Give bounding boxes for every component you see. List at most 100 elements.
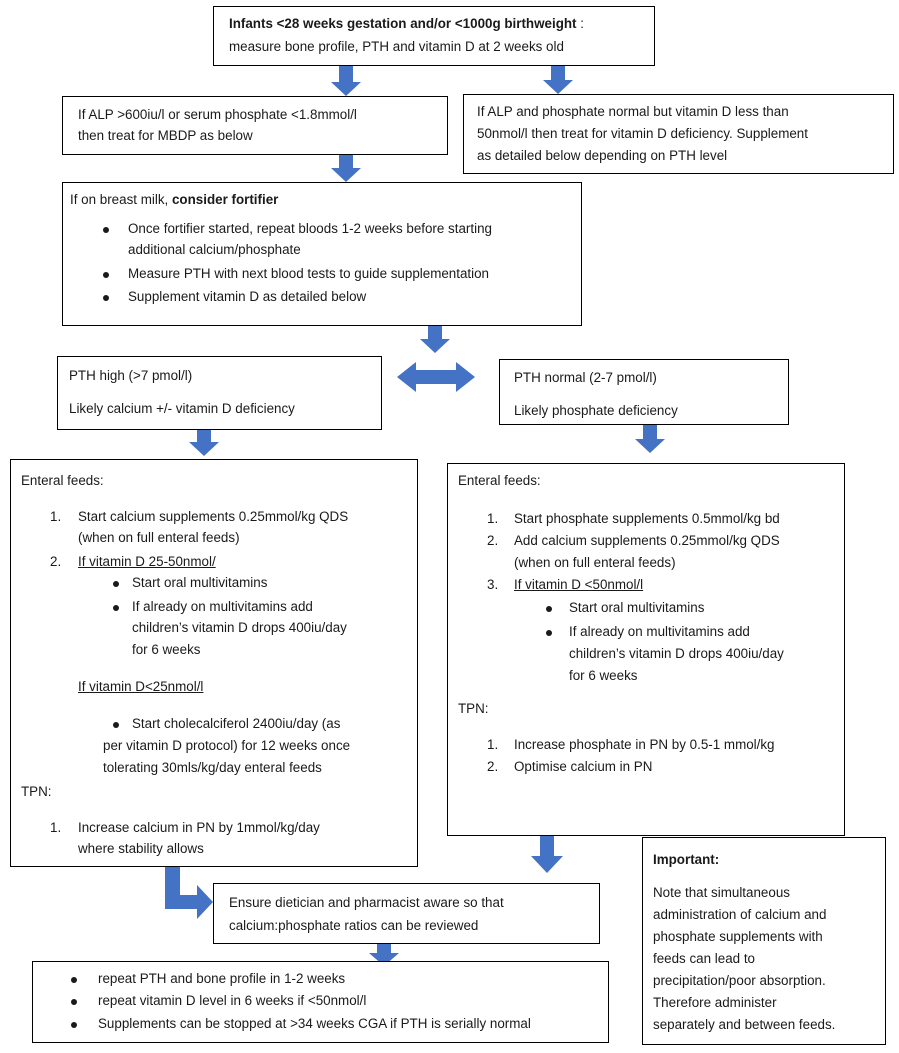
right-vitd-drops-l3: for 6 weeks: [569, 668, 638, 683]
follow-up-vitd: repeat vitamin D level in 6 weeks if <50…: [98, 993, 367, 1008]
bullet: [71, 1022, 77, 1028]
important-l3: phosphate supplements with: [653, 929, 823, 944]
arrow-down-4: [420, 326, 450, 353]
bullet: [113, 581, 119, 587]
vitd-line3: as detailed below depending on PTH level: [477, 148, 728, 163]
bullet: [103, 272, 109, 278]
tpn-heading-left: TPN:: [21, 784, 52, 799]
box-screening: Infants <28 weeks gestation and/or <1000…: [213, 6, 655, 66]
vitd-25-50-heading: If vitamin D 25-50nmol/: [78, 554, 216, 569]
calcium-supplement-l1: Start calcium supplements 0.25mmol/kg QD…: [78, 509, 349, 524]
cholecalciferol-l2: per vitamin D protocol) for 12 weeks onc…: [103, 738, 351, 753]
bullet: [103, 295, 109, 301]
follow-up-pth: repeat PTH and bone profile in 1-2 weeks: [98, 971, 346, 986]
important-l2: administration of calcium and: [653, 907, 827, 922]
item-number: 2.: [50, 554, 62, 569]
left-vitd-drops-l2: children’s vitamin D drops 400iu/day: [132, 620, 347, 635]
screening-criteria: Infants <28 weeks gestation and/or <1000…: [229, 16, 577, 31]
breast-milk-intro-plain: If on breast milk,: [70, 192, 172, 207]
arrow-down-3: [331, 155, 361, 182]
bullet: [71, 999, 77, 1005]
box-vitd-deficiency: If ALP and phosphate normal but vitamin …: [463, 94, 894, 174]
pth-high-title: PTH high (>7 pmol/l): [69, 368, 193, 383]
left-vitd-drops-l1: If already on multivitamins add: [132, 599, 313, 614]
breast-milk-intro-bold: consider fortifier: [171, 192, 279, 207]
important-title: Important:: [653, 852, 720, 867]
box-high-pth-treatment: Enteral feeds: 1. Start calcium suppleme…: [10, 459, 418, 867]
bullet: [546, 606, 552, 612]
bullet: [546, 630, 552, 636]
left-vitd-drops-l3: for 6 weeks: [132, 642, 201, 657]
right-calcium-l2: (when on full enteral feeds): [514, 555, 676, 570]
screening-line1: Infants <28 weeks gestation and/or <1000…: [229, 13, 584, 34]
tpn-calcium-l1: Increase calcium in PN by 1mmol/kg/day: [78, 820, 320, 835]
screening-colon: :: [576, 16, 584, 31]
right-calcium-l1: Add calcium supplements 0.25mmol/kg QDS: [514, 533, 780, 548]
pth-high-desc: Likely calcium +/- vitamin D deficiency: [69, 401, 295, 416]
right-vitd-drops-l1: If already on multivitamins add: [569, 624, 750, 639]
arrow-down-2: [543, 66, 573, 94]
box-alp-treat: If ALP >600iu/l or serum phosphate <1.8m…: [62, 96, 448, 155]
left-multivitamins: Start oral multivitamins: [132, 575, 268, 590]
alp-line2: then treat for MBDP as below: [78, 128, 253, 143]
box-dietician: Ensure dietician and pharmacist aware so…: [213, 883, 600, 944]
item-number: 1.: [50, 509, 62, 524]
arrow-down-1: [331, 66, 361, 96]
cholecalciferol-l1: Start cholecalciferol 2400iu/day (as: [132, 716, 341, 731]
box-follow-up: repeat PTH and bone profile in 1-2 weeks…: [32, 961, 609, 1043]
box-important: Important: Note that simultaneous admini…: [642, 837, 886, 1045]
item-number: 3.: [487, 577, 499, 592]
important-l6: Therefore administer: [653, 995, 777, 1010]
arrow-down-7: [531, 830, 563, 873]
vitd-under-25-heading: If vitamin D<25nmol/l: [78, 679, 204, 694]
important-l1: Note that simultaneous: [653, 885, 790, 900]
item-number: 1.: [50, 820, 62, 835]
breast-milk-bullet1-l2: additional calcium/phosphate: [128, 242, 301, 257]
item-number: 1.: [487, 511, 499, 526]
right-multivitamins: Start oral multivitamins: [569, 600, 705, 615]
item-number: 2.: [487, 533, 499, 548]
bullet: [71, 977, 77, 983]
tpn-heading-right: TPN:: [458, 701, 489, 716]
breast-milk-bullet1-l1: Once fortifier started, repeat bloods 1-…: [128, 221, 492, 236]
dietician-line1: Ensure dietician and pharmacist aware so…: [229, 895, 504, 910]
screening-line2: measure bone profile, PTH and vitamin D …: [229, 39, 564, 54]
vitd-line1: If ALP and phosphate normal but vitamin …: [477, 104, 789, 119]
breast-milk-bullet3: Supplement vitamin D as detailed below: [128, 289, 367, 304]
bullet: [113, 605, 119, 611]
bullet: [113, 722, 119, 728]
enteral-heading-left: Enteral feeds:: [21, 473, 104, 488]
pth-normal-title: PTH normal (2-7 pmol/l): [514, 370, 657, 385]
arrow-double: [397, 362, 475, 392]
important-l7: separately and between feeds.: [653, 1017, 836, 1032]
arrow-bent: [165, 867, 213, 919]
bullet: [103, 227, 109, 233]
dietician-line2: calcium:phosphate ratios can be reviewed: [229, 918, 479, 933]
breast-milk-intro: If on breast milk, consider fortifier: [70, 189, 278, 210]
important-l4: feeds can lead to: [653, 951, 755, 966]
item-number: 2.: [487, 759, 499, 774]
vitd-line2: 50nmol/l then treat for vitamin D defici…: [477, 126, 808, 141]
box-pth-normal: PTH normal (2-7 pmol/l) Likely phosphate…: [499, 359, 789, 425]
right-vitd-drops-l2: children’s vitamin D drops 400iu/day: [569, 646, 784, 661]
box-breast-milk: If on breast milk, consider fortifier On…: [62, 182, 582, 326]
cholecalciferol-l3: tolerating 30mls/kg/day enteral feeds: [103, 760, 322, 775]
tpn-calcium-l2: where stability allows: [78, 841, 204, 856]
pth-normal-desc: Likely phosphate deficiency: [514, 403, 678, 418]
box-pth-high: PTH high (>7 pmol/l) Likely calcium +/- …: [57, 356, 382, 430]
tpn-optimise-calcium: Optimise calcium in PN: [514, 759, 653, 774]
breast-milk-bullet2: Measure PTH with next blood tests to gui…: [128, 266, 490, 281]
arrow-down-5: [189, 430, 219, 456]
phosphate-supplement: Start phosphate supplements 0.5mmol/kg b…: [514, 511, 780, 526]
calcium-supplement-l2: (when on full enteral feeds): [78, 530, 240, 545]
vitd-under-50-heading: If vitamin D <50nmol/l: [514, 577, 644, 592]
box-normal-pth-treatment: Enteral feeds: 1. Start phosphate supple…: [447, 463, 845, 836]
arrow-down-6: [635, 425, 665, 453]
important-l5: precipitation/poor absorption.: [653, 973, 826, 988]
item-number: 1.: [487, 737, 499, 752]
alp-line1: If ALP >600iu/l or serum phosphate <1.8m…: [78, 107, 357, 122]
follow-up-stop: Supplements can be stopped at >34 weeks …: [98, 1016, 531, 1031]
tpn-phosphate: Increase phosphate in PN by 0.5-1 mmol/k…: [514, 737, 775, 752]
enteral-heading-right: Enteral feeds:: [458, 473, 541, 488]
